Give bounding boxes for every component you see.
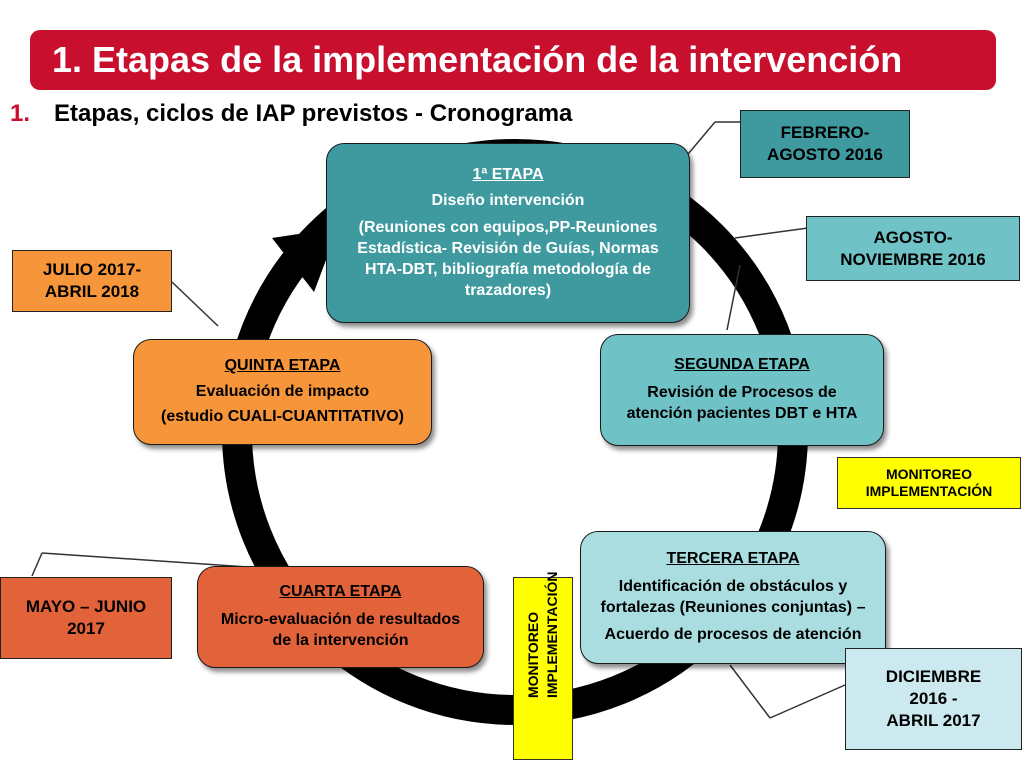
subtitle: 1. Etapas, ciclos de IAP previstos - Cron… — [10, 100, 572, 128]
monitoring-vertical-text: MONITOREO IMPLEMENTACIÓN — [524, 570, 562, 698]
stage-4-line: Micro-evaluación de resultados — [220, 611, 461, 628]
stage-3-title: TERCERA ETAPA — [666, 550, 800, 567]
stage-4-title: CUARTA ETAPA — [279, 583, 402, 600]
monitoring-line: MONITOREO — [525, 611, 541, 698]
date-box-line: 2016 - — [909, 689, 958, 708]
stage-3-line: Identificación de obstáculos y — [618, 578, 848, 595]
date-box-5: JULIO 2017- ABRIL 2018 — [12, 250, 172, 312]
date-box-line: ABRIL 2018 — [44, 282, 140, 301]
stage-2-box: SEGUNDA ETAPA Revisión de Procesos de at… — [600, 334, 884, 446]
stage-5-line: (estudio CUALI-CUANTITATIVO) — [161, 408, 404, 425]
date-box-line: NOVIEMBRE 2016 — [840, 249, 986, 269]
stage-1-line: Diseño intervención — [431, 191, 585, 209]
monitoring-line: IMPLEMENTACIÓN — [544, 570, 560, 698]
monitoring-box-1: MONITOREO IMPLEMENTACIÓN — [837, 457, 1021, 509]
stage-1-line: HTA-DBT, bibliografía metodología de — [365, 260, 651, 278]
connector-line — [769, 684, 846, 719]
connector-line — [734, 227, 809, 239]
stage-5-line: Evaluación de impacto — [195, 383, 370, 400]
stage-2-line: Revisión de Procesos de — [647, 384, 837, 401]
page-title: 1. Etapas de la implementación de la int… — [30, 30, 996, 90]
stage-1-box: 1ª ETAPA Diseño intervención (Reuniones … — [326, 143, 690, 323]
stage-3-line: fortalezas (Reuniones conjuntas) – — [600, 599, 866, 616]
date-box-line: 2017 — [67, 619, 105, 638]
stage-4-line: de la intervención — [272, 632, 409, 649]
date-box-line: MAYO – JUNIO — [25, 597, 147, 616]
stage-3-line: Acuerdo de procesos de atención — [604, 626, 862, 643]
date-box-line: AGOSTO- — [873, 227, 953, 247]
date-box-3: DICIEMBRE 2016 - ABRIL 2017 — [845, 648, 1022, 750]
date-box-line: JULIO 2017- — [42, 260, 142, 279]
subtitle-number: 1. — [10, 100, 31, 127]
date-box-line: FEBRERO- — [780, 123, 870, 142]
connector-line — [729, 664, 771, 719]
stage-5-title: QUINTA ETAPA — [224, 357, 341, 374]
subtitle-text: Etapas, ciclos de IAP previstos - Cronog… — [54, 100, 573, 127]
monitoring-line: IMPLEMENTACIÓN — [865, 483, 993, 499]
stage-2-line: atención pacientes DBT e HTA — [626, 405, 858, 422]
date-box-4: MAYO – JUNIO 2017 — [0, 577, 172, 659]
stage-2-title: SEGUNDA ETAPA — [674, 356, 810, 373]
monitoring-box-2: MONITOREO IMPLEMENTACIÓN — [513, 570, 573, 760]
stage-5-box: QUINTA ETAPA Evaluación de impacto (estu… — [133, 339, 432, 445]
connector-line — [31, 552, 43, 577]
stage-1-line: Estadística- Revisión de Guías, Normas — [357, 239, 659, 257]
connector-line — [171, 281, 219, 327]
date-box-line: ABRIL 2017 — [886, 711, 981, 730]
monitoring-line: MONITOREO — [885, 466, 973, 482]
cycle-arrow-icon — [272, 228, 338, 292]
stage-1-title: 1ª ETAPA — [472, 165, 544, 183]
date-box-2: AGOSTO- NOVIEMBRE 2016 — [806, 216, 1020, 281]
date-box-line: DICIEMBRE — [885, 667, 982, 686]
connector-line — [41, 552, 263, 569]
connector-line — [726, 264, 741, 331]
stage-1-line: trazadores) — [464, 281, 552, 299]
date-box-line: AGOSTO 2016 — [767, 145, 883, 164]
stage-4-box: CUARTA ETAPA Micro-evaluación de resulta… — [197, 566, 484, 668]
stage-3-box: TERCERA ETAPA Identificación de obstácul… — [580, 531, 886, 664]
date-box-1: FEBRERO- AGOSTO 2016 — [740, 110, 910, 178]
stage-1-line: (Reuniones con equipos,PP-Reuniones — [358, 218, 658, 236]
